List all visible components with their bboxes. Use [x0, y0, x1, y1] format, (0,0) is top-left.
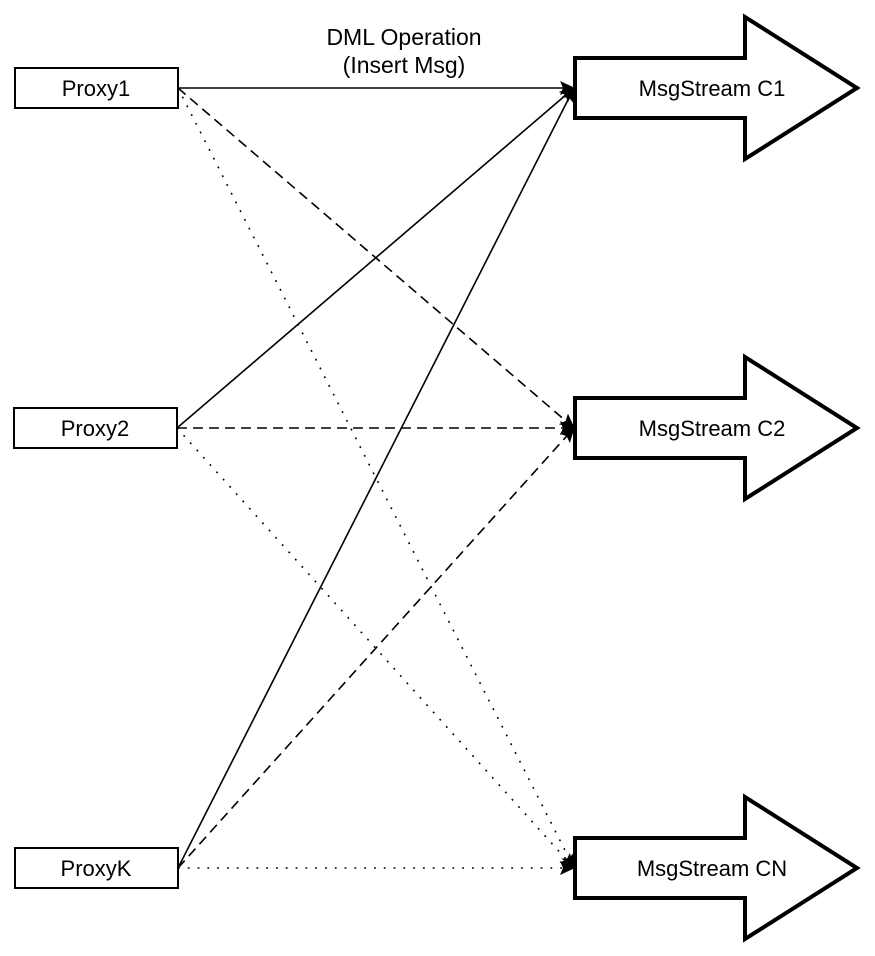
proxy1-label: Proxy1 [62, 76, 130, 101]
edge-proxyk-to-c2-dashed [177, 427, 575, 869]
proxy1-box [14, 67, 179, 109]
proxy2-box [13, 407, 178, 449]
proxyk-box [14, 847, 179, 889]
msgstream-c2-arrow-shape [573, 353, 861, 503]
edge-proxy2-to-c1-solid [176, 87, 575, 429]
edges-layer [176, 81, 575, 875]
msgstream-c1-arrow-shape [573, 13, 861, 163]
node-proxy1: Proxy1 [14, 67, 179, 109]
title-line2: (Insert Msg) [343, 52, 466, 78]
msgstream-cn-arrow-shape [573, 793, 861, 943]
node-msgstream-c2: MsgStream C2 [573, 353, 861, 503]
proxy2-label: Proxy2 [61, 416, 129, 441]
proxyk-label: ProxyK [61, 856, 132, 881]
msgstream-c2-label: MsgStream C2 [639, 416, 786, 441]
edge-proxy2-to-cn-dotted [176, 427, 575, 869]
node-msgstream-c1: MsgStream C1 [573, 13, 861, 163]
node-proxy2: Proxy2 [13, 407, 178, 449]
msgstream-c1-label: MsgStream C1 [639, 76, 786, 101]
title-line1: DML Operation [326, 24, 481, 50]
node-msgstream-cn: MsgStream CN [573, 793, 861, 943]
node-proxyk: ProxyK [14, 847, 179, 889]
diagram-title: DML Operation (Insert Msg) [326, 24, 481, 78]
msgstream-cn-label: MsgStream CN [637, 856, 787, 881]
edge-proxyk-to-c1-solid [177, 87, 575, 869]
